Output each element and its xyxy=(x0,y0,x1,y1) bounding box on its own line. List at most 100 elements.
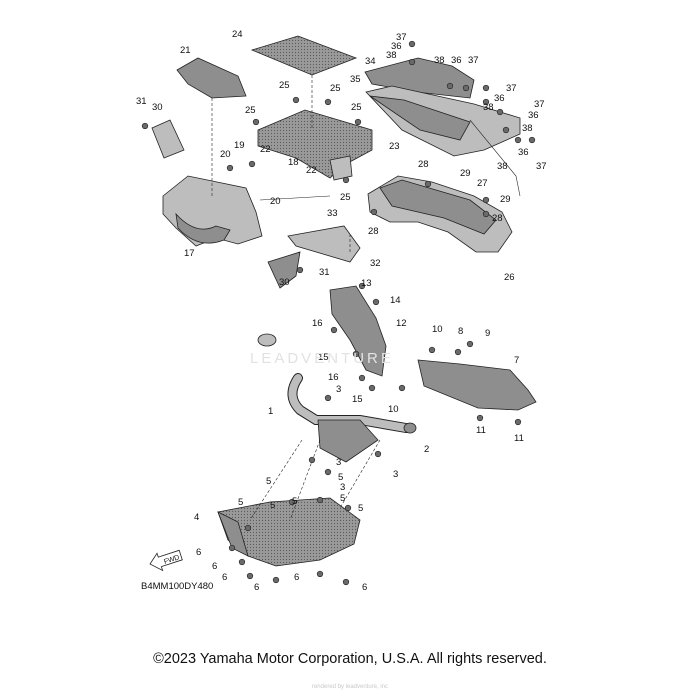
callout-38d: 38 xyxy=(522,123,533,134)
callout-37e: 37 xyxy=(536,161,547,172)
callout-10: 10 xyxy=(432,324,443,335)
render-credit: rendered by leadventure, inc xyxy=(311,684,389,690)
callout-1: 1 xyxy=(268,406,273,417)
callout-8: 8 xyxy=(458,326,463,337)
diagram-code: B4MM100DY480 xyxy=(141,581,214,592)
part-35-inner xyxy=(369,95,471,141)
callout-15: 15 xyxy=(318,352,329,363)
part-1-clamp xyxy=(317,419,379,463)
part-12-guard xyxy=(329,285,387,377)
callout-28c: 28 xyxy=(492,213,503,224)
callout-25b: 25 xyxy=(245,105,256,116)
callout-20: 20 xyxy=(220,149,231,160)
callout-29b: 29 xyxy=(500,194,511,205)
callout-37: 37 xyxy=(396,32,407,43)
part-30-bracket xyxy=(151,119,185,159)
callout-labels: 1 2 3 3 3 3 4 5 5 5 5 5 5 5 6 6 6 6 6 6 … xyxy=(136,29,547,593)
callout-22: 22 xyxy=(260,144,271,155)
part-24-mat xyxy=(250,35,358,76)
callout-6d: 6 xyxy=(254,582,259,593)
callout-2: 2 xyxy=(424,444,429,455)
callout-21: 21 xyxy=(180,45,191,56)
part-23-tab xyxy=(329,155,353,181)
callout-26: 26 xyxy=(504,272,515,283)
part-1-bar-end xyxy=(403,422,417,434)
callout-38b: 38 xyxy=(434,55,445,66)
callout-19: 19 xyxy=(234,140,245,151)
callout-17: 17 xyxy=(184,248,195,259)
callout-31b: 31 xyxy=(319,267,330,278)
callout-6b: 6 xyxy=(212,561,217,572)
callout-36e: 36 xyxy=(518,147,529,158)
part-17-opening xyxy=(175,212,231,244)
part-26-inner xyxy=(379,179,497,235)
callout-37d: 37 xyxy=(534,99,545,110)
callout-6e: 6 xyxy=(294,572,299,583)
callout-25: 25 xyxy=(279,80,290,91)
callout-37b: 37 xyxy=(468,55,479,66)
callout-6f: 6 xyxy=(362,582,367,593)
callout-16b: 16 xyxy=(328,372,339,383)
watermark-text: LEADVENTURE xyxy=(250,350,394,367)
callout-35: 35 xyxy=(350,74,361,85)
callout-3: 3 xyxy=(336,384,341,395)
callout-5b: 5 xyxy=(238,497,243,508)
callout-4: 4 xyxy=(194,512,199,523)
part-32-strip xyxy=(287,225,361,263)
callout-14: 14 xyxy=(390,295,401,306)
callout-34: 34 xyxy=(365,56,376,67)
callout-30b: 30 xyxy=(279,277,290,288)
callout-32: 32 xyxy=(370,258,381,269)
callout-38e: 38 xyxy=(497,161,508,172)
callout-5: 5 xyxy=(266,476,271,487)
callout-33: 33 xyxy=(327,208,338,219)
callout-28: 28 xyxy=(418,159,429,170)
callout-3b: 3 xyxy=(336,457,341,468)
callout-5g: 5 xyxy=(358,503,363,514)
callout-25c: 25 xyxy=(330,83,341,94)
callout-24: 24 xyxy=(232,29,243,40)
callout-10b: 10 xyxy=(388,404,399,415)
callout-23: 23 xyxy=(389,141,400,152)
callout-9: 9 xyxy=(485,328,490,339)
callout-29: 29 xyxy=(460,168,471,179)
callout-25e: 25 xyxy=(340,192,351,203)
callout-28b: 28 xyxy=(368,226,379,237)
callout-25d: 25 xyxy=(351,102,362,113)
callout-15b: 15 xyxy=(352,394,363,405)
callout-16: 16 xyxy=(312,318,323,329)
callout-18: 18 xyxy=(288,157,299,168)
callout-20b: 20 xyxy=(270,196,281,207)
callout-31: 31 xyxy=(136,96,147,107)
hardware-fasteners xyxy=(141,40,536,586)
callout-6: 6 xyxy=(196,547,201,558)
copyright-notice: ©2023 Yamaha Motor Corporation, U.S.A. A… xyxy=(153,651,547,667)
callout-30: 30 xyxy=(152,102,163,113)
part-7-panel xyxy=(417,359,537,411)
fwd-arrow-icon: FWD xyxy=(149,549,183,572)
callout-38c: 38 xyxy=(483,102,494,113)
callout-27: 27 xyxy=(477,178,488,189)
part-30-lower-bracket xyxy=(267,251,301,289)
callout-37c: 37 xyxy=(506,83,517,94)
callout-36d: 36 xyxy=(528,110,539,121)
callout-5d: 5 xyxy=(292,496,297,507)
callout-3c: 3 xyxy=(340,482,345,493)
callout-36b: 36 xyxy=(451,55,462,66)
part-4-edge xyxy=(217,511,249,557)
part-21-strip xyxy=(176,57,247,99)
callout-38: 38 xyxy=(386,50,397,61)
callout-7: 7 xyxy=(514,355,519,366)
part-2-grip xyxy=(257,333,277,347)
callout-11b: 11 xyxy=(514,433,524,444)
callout-6c: 6 xyxy=(222,572,227,583)
callout-36: 36 xyxy=(391,41,402,52)
part-34-cover xyxy=(364,57,475,99)
callout-22b: 22 xyxy=(306,165,317,176)
svg-text:FWD: FWD xyxy=(163,554,180,566)
callout-12: 12 xyxy=(396,318,407,329)
callout-3d: 3 xyxy=(393,469,398,480)
callout-5e: 5 xyxy=(338,472,343,483)
